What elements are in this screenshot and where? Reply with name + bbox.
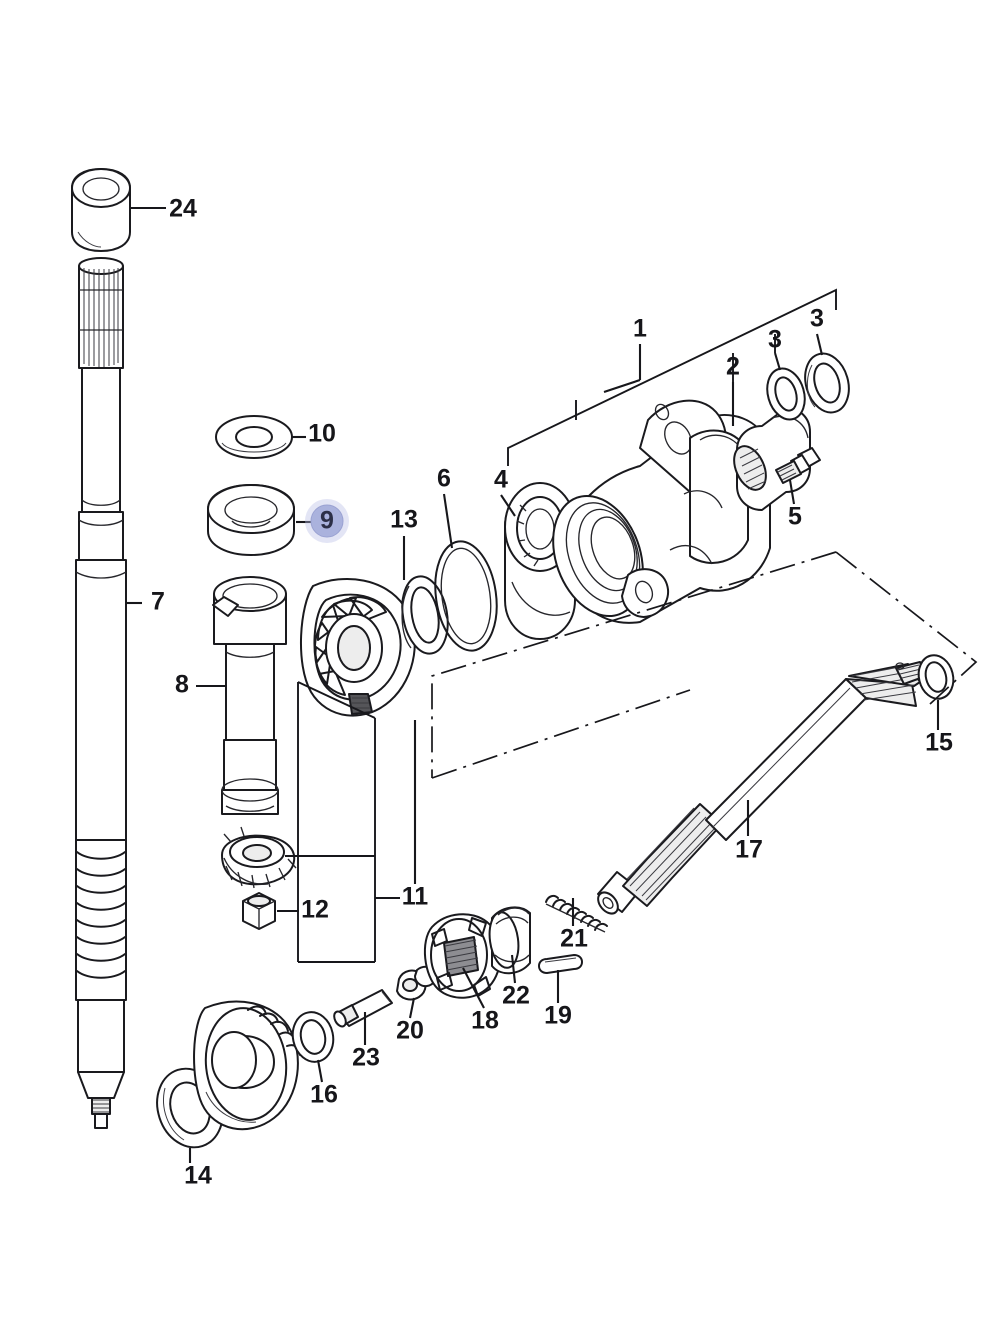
callout-1[interactable]: 1	[633, 315, 647, 343]
callout-11[interactable]: 11	[402, 883, 429, 911]
gear-teeth	[223, 826, 297, 889]
callout-23[interactable]: 23	[352, 1044, 380, 1072]
callout-5[interactable]: 5	[788, 503, 802, 531]
part-6-circlip	[434, 540, 498, 652]
callout-9-highlight-badge[interactable]	[305, 499, 349, 543]
callout-21[interactable]: 21	[560, 925, 588, 953]
callout-20[interactable]: 20	[396, 1017, 424, 1045]
impeller-vanes	[313, 596, 387, 696]
part-22-clutch-sleeve	[488, 906, 531, 975]
part-12-nut	[242, 892, 276, 930]
part-9-bearing-housing-seal	[207, 484, 295, 556]
callout-labels: 1 2 3 3 4 5 6 7 8 9 10 11 12 13 14 15 16…	[151, 195, 953, 1190]
part-15-washer-shim	[917, 654, 955, 700]
callout-10[interactable]: 10	[308, 420, 336, 448]
callout-14[interactable]: 14	[184, 1162, 212, 1190]
callout-13[interactable]: 13	[390, 506, 418, 534]
callout-15[interactable]: 15	[925, 729, 953, 757]
part-16-thrust-washer	[291, 1011, 335, 1063]
callout-8[interactable]: 8	[175, 671, 189, 699]
callout-9[interactable]: 9	[320, 507, 334, 535]
callout-3-outer[interactable]: 3	[810, 305, 824, 333]
part-8-water-pump-case	[212, 576, 287, 815]
callout-6[interactable]: 6	[437, 465, 451, 493]
part-18-clutch-dog	[423, 913, 502, 999]
callout-18[interactable]: 18	[471, 1007, 499, 1035]
bracket-dashdot-prop-shaft	[431, 551, 978, 779]
callout-16[interactable]: 16	[310, 1081, 338, 1109]
part-11-impeller	[299, 578, 416, 717]
part-11-pump-gear	[221, 826, 297, 889]
pinion-teeth	[247, 1005, 301, 1056]
callout-2[interactable]: 2	[726, 353, 740, 381]
part-3-oil-seal-b	[804, 352, 850, 414]
callout-3-upper[interactable]: 3	[768, 326, 782, 354]
callout-22[interactable]: 22	[502, 982, 530, 1010]
shaft-grooves	[75, 839, 127, 1001]
bracket-group-11	[285, 681, 376, 963]
part-5-bolt	[775, 447, 821, 484]
part-3-oil-seal-a	[766, 367, 806, 421]
callout-12[interactable]: 12	[301, 896, 329, 924]
part-19-cross-pin	[538, 954, 583, 974]
callout-4[interactable]: 4	[494, 466, 508, 494]
callout-17[interactable]: 17	[735, 836, 763, 864]
bracket-group-1	[507, 288, 837, 466]
part-7-drive-shaft	[75, 257, 127, 1129]
part-pinion-gear-body	[193, 1000, 301, 1131]
leader-lines	[126, 206, 940, 1163]
callout-7[interactable]: 7	[151, 588, 165, 616]
callout-24[interactable]: 24	[169, 195, 197, 223]
part-1-drive-shaft-housing	[552, 399, 771, 624]
part-10-washer	[215, 415, 293, 459]
part-20-shifter-cam	[396, 965, 437, 1001]
part-24-spacer-collar	[71, 168, 131, 252]
part-23-push-rod	[333, 989, 393, 1028]
part-21-clutch-spring	[545, 894, 608, 933]
callout-19[interactable]: 19	[544, 1002, 572, 1030]
bearing-balls	[516, 504, 539, 567]
